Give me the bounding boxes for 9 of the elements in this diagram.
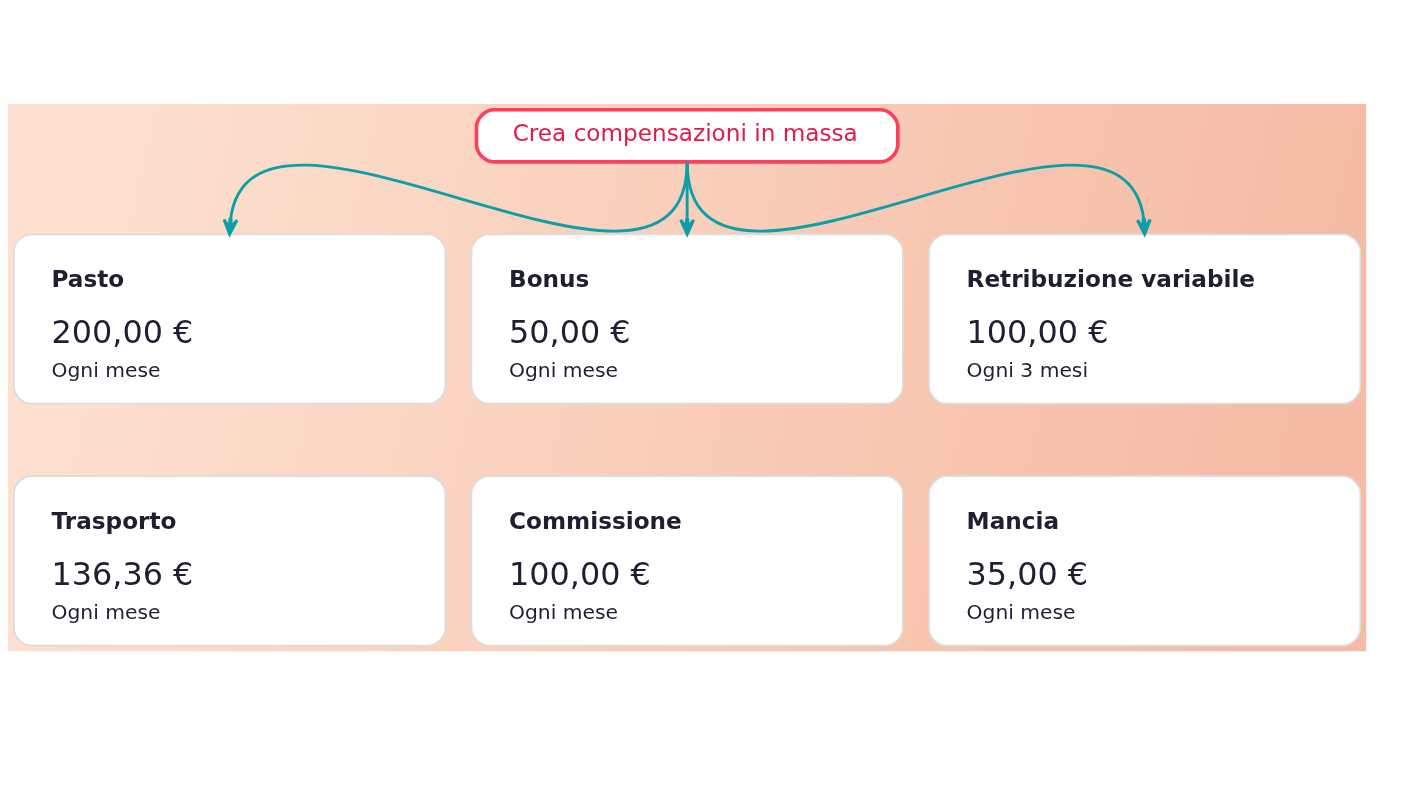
node-box: Pasto 200,00 € Ogni mese — [13, 233, 447, 405]
node-box: Retribuzione variabile 100,00 € Ogni 3 mesi — [928, 233, 1362, 405]
node-box: Commissione 100,00 € Ogni mese — [470, 475, 904, 647]
arrow — [222, 161, 689, 236]
node-box: Mancia 35,00 € Ogni mese — [928, 475, 1362, 647]
node-box: Trasporto 136,36 € Ogni mese — [13, 475, 447, 647]
node-box: Crea compensazioni in massa — [474, 108, 900, 164]
arrow — [685, 161, 1152, 236]
node-box: Bonus 50,00 € Ogni mese — [470, 233, 904, 405]
